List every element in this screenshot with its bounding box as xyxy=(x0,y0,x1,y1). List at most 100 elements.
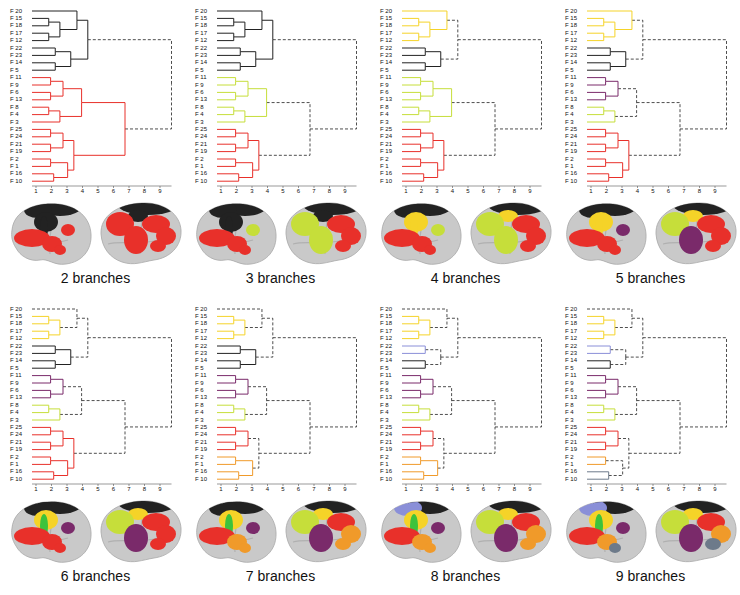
dendrogram-link xyxy=(32,472,54,476)
dendrogram-link xyxy=(88,40,172,85)
dendrogram-link xyxy=(587,92,606,96)
axis-tick: 7 xyxy=(682,486,685,493)
dendrogram-link xyxy=(82,401,125,427)
dendrogram-link xyxy=(262,318,273,337)
leaf-label: F 5 xyxy=(380,365,389,372)
axis-tick-mark xyxy=(236,186,237,188)
axis-tick: 8 xyxy=(698,188,701,195)
dendrogram-link xyxy=(421,141,433,148)
leaf-label: F 2 xyxy=(195,454,204,461)
dendrogram-link xyxy=(495,84,542,129)
cluster-patch xyxy=(239,543,251,553)
axis-tick: 6 xyxy=(667,486,670,493)
dendrogram-link xyxy=(240,357,256,364)
axis-line xyxy=(587,484,727,485)
axis-tick: 5 xyxy=(96,188,99,195)
axis-tick: 2 xyxy=(605,188,608,195)
leaf-label: F 17 xyxy=(10,30,22,37)
dendrogram-link xyxy=(402,472,424,476)
axis-tick: 6 xyxy=(482,486,485,493)
leaf-label: F 15 xyxy=(565,15,577,22)
dendrogram-link xyxy=(425,357,441,364)
leaf-label: F 9 xyxy=(195,82,204,89)
axis-line xyxy=(402,186,542,187)
axis-tick-mark xyxy=(452,186,453,188)
leaf-label: F 21 xyxy=(380,439,392,446)
axis-tick: 7 xyxy=(497,486,500,493)
axis-tick: 1 xyxy=(34,486,37,493)
leaf-label: F 23 xyxy=(380,52,392,59)
cluster-patch xyxy=(309,226,333,254)
axis-tick: 4 xyxy=(81,486,84,493)
dendrogram-link xyxy=(452,103,495,129)
dendrogram-link xyxy=(217,22,234,26)
leaf-label: F 4 xyxy=(10,111,19,118)
axis-tick: 1 xyxy=(404,188,407,195)
axis-tick: 2 xyxy=(50,188,53,195)
dendrogram-link xyxy=(587,133,606,137)
leaf-label: F 11 xyxy=(10,372,22,379)
leaf-label: F 3 xyxy=(195,417,204,424)
axis-tick: 8 xyxy=(513,486,516,493)
dendrogram-link xyxy=(240,52,256,59)
dendrogram-link xyxy=(402,133,421,137)
dendrogram-link xyxy=(267,401,310,427)
leaf-label: F 24 xyxy=(10,133,22,140)
axis-tick-mark xyxy=(160,484,161,486)
dendrogram-link xyxy=(217,442,236,446)
dendrogram-link xyxy=(310,382,357,427)
cluster-patch xyxy=(609,245,621,255)
dendrogram-link xyxy=(236,439,248,446)
leaf-label: F 23 xyxy=(195,350,207,357)
leaf-label: F 15 xyxy=(10,15,22,22)
dendrogram-link xyxy=(587,111,604,115)
axis-tick: 2 xyxy=(235,486,238,493)
dendrogram-link xyxy=(587,365,610,369)
dendrogram-link xyxy=(217,159,236,163)
leaf-label: F 12 xyxy=(565,335,577,342)
dendrogram-link xyxy=(32,133,51,137)
dendrogram-link xyxy=(256,40,273,59)
axis-tick: 9 xyxy=(343,188,346,195)
axis-tick-mark xyxy=(437,484,438,486)
axis-tick-mark xyxy=(113,484,114,486)
dendrogram-link xyxy=(587,81,606,85)
dendrogram-link xyxy=(248,439,259,454)
dendrogram-link xyxy=(217,63,240,67)
dendrogram-link xyxy=(447,318,458,337)
axis-tick-mark xyxy=(221,186,222,188)
cluster-patch xyxy=(488,493,548,513)
axis-tick-mark xyxy=(67,186,68,188)
dendrogram-link xyxy=(643,40,727,85)
axis-tick: 5 xyxy=(281,486,284,493)
dendrogram-link xyxy=(60,318,77,327)
dendrogram-link xyxy=(587,442,606,446)
leaf-label: F 22 xyxy=(565,45,577,52)
dendrogram-link xyxy=(587,148,606,152)
dendrogram-link xyxy=(421,81,433,88)
dendrogram-link xyxy=(217,48,240,52)
leaf-label: F 13 xyxy=(10,394,22,401)
axis-tick-mark xyxy=(314,186,315,188)
dendrogram-link xyxy=(402,111,419,115)
leaf-label: F 14 xyxy=(565,59,577,66)
cluster-patch xyxy=(303,195,363,215)
leaf-label: F 22 xyxy=(10,45,22,52)
leaf-label: F 9 xyxy=(195,380,204,387)
leaf-label: F 25 xyxy=(195,126,207,133)
dendrogram-link xyxy=(587,33,604,37)
leaf-label: F 18 xyxy=(565,22,577,29)
dendrogram-link xyxy=(236,431,248,438)
axis-tick: 9 xyxy=(713,486,716,493)
axis-tick-mark xyxy=(298,484,299,486)
leaf-label: F 25 xyxy=(565,126,577,133)
axis-tick: 6 xyxy=(112,188,115,195)
cluster-patch xyxy=(150,240,166,252)
dendrogram-link xyxy=(217,376,236,380)
axis-tick-mark xyxy=(36,186,37,188)
leaf-label: F 25 xyxy=(195,424,207,431)
dendrogram-link xyxy=(421,379,433,386)
dendrogram-link xyxy=(402,163,421,167)
dendrogram-link xyxy=(402,446,421,450)
dendrogram-link xyxy=(402,390,421,394)
